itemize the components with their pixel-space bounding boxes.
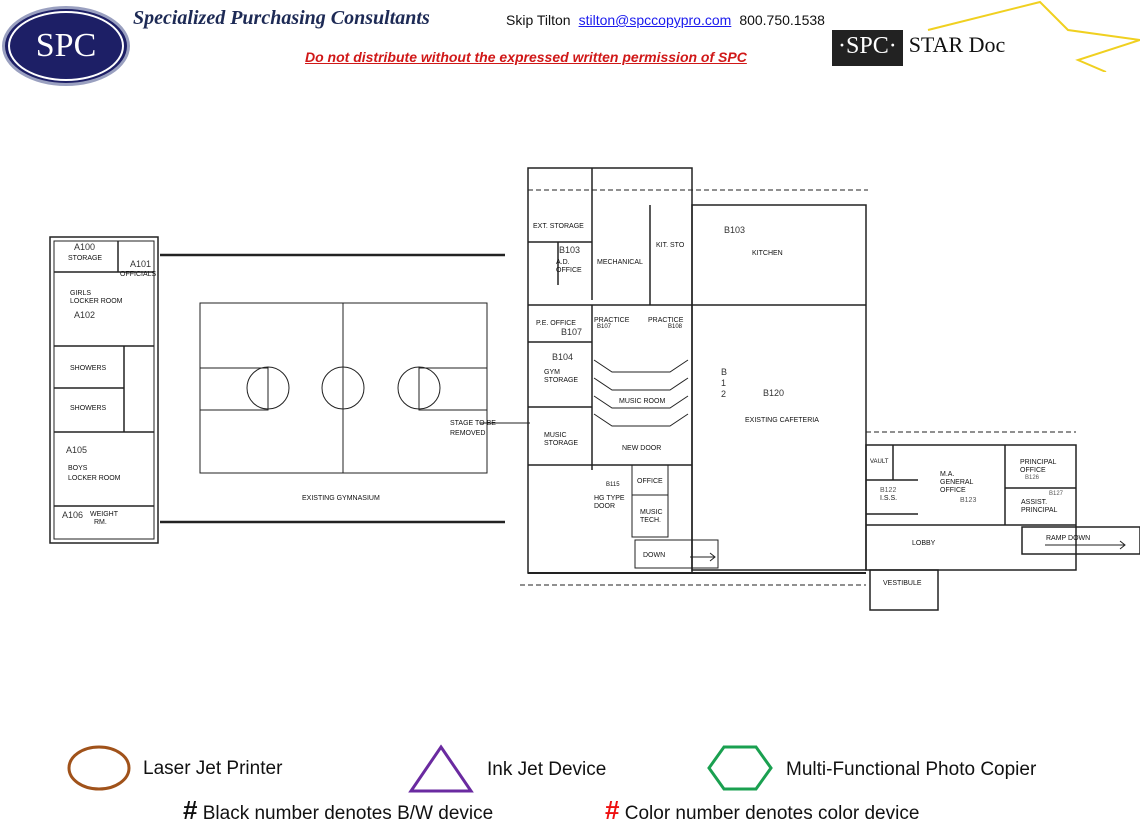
room-label: MUSIC [544, 432, 567, 439]
distribution-warning: Do not distribute without the expressed … [305, 49, 747, 65]
room-label: GIRLS [70, 290, 91, 297]
room-label: OFFICIALS [120, 271, 157, 278]
room-label: B126 [1025, 475, 1040, 481]
contact-name: Skip Tilton [506, 12, 571, 28]
room-label: 2 [721, 389, 726, 399]
legend-inkjet-label: Ink Jet Device [487, 759, 607, 780]
room-label: A102 [74, 310, 95, 320]
phone: 800.750.1538 [739, 12, 825, 28]
room-label: GENERAL [940, 479, 974, 486]
room-label: OFFICE [1020, 467, 1046, 474]
star-icon [927, 0, 1140, 72]
room-label: LOBBY [912, 540, 936, 547]
room-label: KITCHEN [752, 250, 783, 257]
spc-logo: SPC [2, 6, 130, 86]
room-label: M.A. [940, 471, 954, 478]
room-label: B107 [597, 324, 612, 330]
room-label: STAGE TO BE [450, 420, 496, 427]
room-label: WEIGHT [90, 511, 119, 518]
room-label: LOCKER ROOM [70, 298, 123, 305]
room-label: B115 [606, 482, 620, 488]
room-label: KIT. STO [656, 242, 685, 249]
admin-block [865, 444, 1077, 571]
room-label: RAMP DOWN [1046, 535, 1090, 542]
stardoc-logo: ·SPC· STAR Doc [832, 30, 1011, 66]
room-label: RM. [94, 519, 107, 526]
room-label: A106 [62, 510, 83, 520]
room-label: VAULT [870, 459, 889, 465]
contact-info: Skip Tilton stilton@spccopypro.com 800.750… [506, 12, 825, 28]
gymnasium [160, 253, 505, 524]
room-label: REMOVED [450, 430, 485, 437]
room-label: DOWN [643, 552, 665, 559]
legend-bw-note: # Black number denotes B/W device [183, 795, 494, 825]
room-label: B127 [1049, 491, 1064, 497]
ink-jet-triangle-icon [408, 744, 474, 793]
cafeteria-block [691, 204, 867, 571]
room-label: B120 [763, 388, 784, 398]
room-label: P.E. OFFICE [536, 320, 576, 327]
room-label: SHOWERS [70, 365, 107, 372]
room-label: EXISTING CAFETERIA [745, 417, 819, 424]
room-label: OFFICE [637, 478, 663, 485]
room-label: HG TYPE [594, 495, 625, 502]
legend-color-note: # Color number denotes color device [605, 795, 920, 825]
room-label: BOYS [68, 465, 88, 472]
room-label: STORAGE [544, 377, 578, 384]
vestibule [869, 569, 939, 611]
ramp [1021, 526, 1140, 555]
room-label: A105 [66, 445, 87, 455]
room-label: LOCKER ROOM [68, 475, 121, 482]
laser-jet-circle-icon [67, 745, 131, 791]
room-label: PRACTICE [648, 317, 684, 324]
room-label: A.D. [556, 259, 570, 266]
room-label: A100 [74, 242, 95, 252]
room-label: I.S.S. [880, 495, 897, 502]
room-label: STORAGE [544, 440, 578, 447]
room-label: DOOR [594, 503, 615, 510]
room-label: MUSIC ROOM [619, 398, 665, 405]
company-name: Specialized Purchasing Consultants [133, 7, 430, 29]
room-label: B108 [668, 324, 683, 330]
room-label: VESTIBULE [883, 580, 922, 587]
room-label: STORAGE [68, 255, 102, 262]
room-label: MUSIC [640, 509, 663, 516]
room-label: MECHANICAL [597, 259, 643, 266]
room-label: B [721, 367, 727, 377]
room-label: B122 [880, 487, 896, 494]
locker-wing [49, 236, 159, 544]
room-label: PRACTICE [594, 317, 630, 324]
mfp-hexagon-icon [707, 745, 773, 791]
room-label: GYM [544, 369, 560, 376]
room-label: TECH. [640, 517, 661, 524]
legend-laser-label: Laser Jet Printer [143, 758, 283, 779]
room-label: A101 [130, 259, 151, 269]
room-label: PRINCIPAL [1021, 507, 1058, 514]
room-label: PRINCIPAL [1020, 459, 1057, 466]
room-label: B104 [552, 352, 573, 362]
room-label: B103 [724, 225, 745, 235]
email-link[interactable]: stilton@spccopypro.com [578, 12, 732, 28]
room-label: B123 [960, 497, 976, 504]
room-label: EXT. STORAGE [533, 223, 584, 230]
room-label: 1 [721, 378, 726, 388]
room-label: ASSIST. [1021, 499, 1047, 506]
room-label: SHOWERS [70, 405, 107, 412]
room-label: B107 [561, 327, 582, 337]
room-label: OFFICE [940, 487, 966, 494]
room-label: EXISTING GYMNASIUM [302, 495, 380, 502]
legend-mfp-label: Multi-Functional Photo Copier [786, 759, 1037, 780]
room-label: NEW DOOR [622, 445, 661, 452]
room-label: B103 [559, 245, 580, 255]
room-label: OFFICE [556, 267, 582, 274]
